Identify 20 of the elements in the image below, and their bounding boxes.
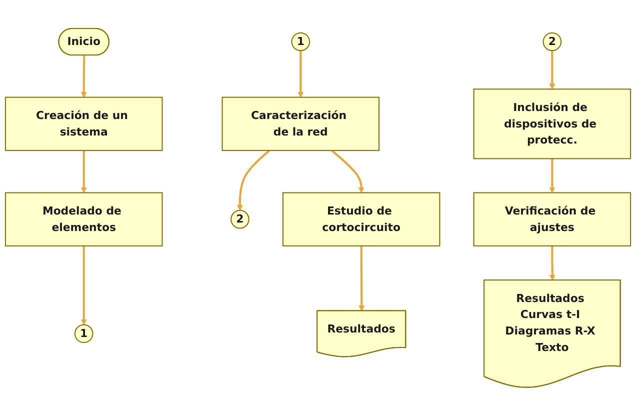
arrow [549, 158, 556, 193]
arrow [549, 246, 556, 280]
node-box: Inclusión de dispositivos de protecc. [473, 88, 632, 159]
node-circle: 2 [230, 210, 250, 228]
arrow [236, 149, 270, 210]
arrow [298, 50, 304, 98]
node-circle: 1 [291, 32, 310, 51]
node-box: Estudio de cortocircuito [282, 192, 440, 246]
arrow [80, 54, 87, 98]
node-box: Modelado de elementos [4, 192, 163, 246]
node-circle: 1 [74, 324, 94, 343]
node-circle: 2 [542, 32, 562, 51]
node-box: Verificación de ajustes [473, 192, 632, 246]
arrow [80, 150, 87, 193]
node-box: Caracterización de la red [222, 96, 380, 151]
arrow [358, 246, 365, 311]
node-box: Creación de un sistema [4, 96, 163, 151]
arrow [80, 246, 87, 325]
arrow [549, 50, 556, 89]
arrow [331, 149, 364, 193]
